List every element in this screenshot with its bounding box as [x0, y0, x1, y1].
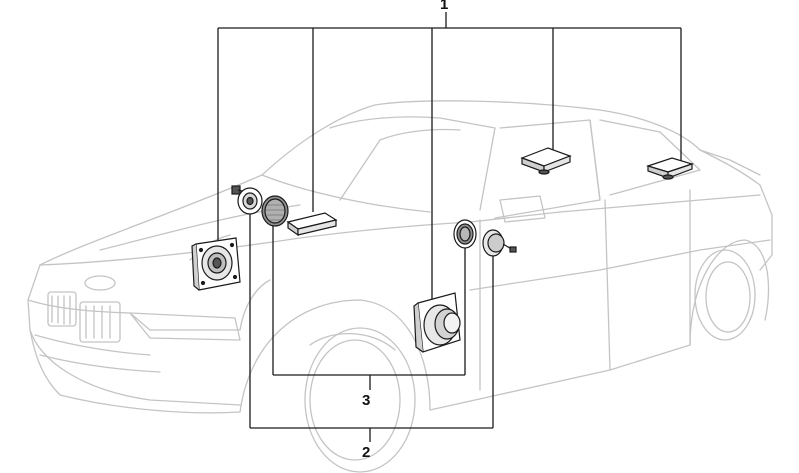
- rear-speaker-right: [646, 157, 694, 180]
- callout-label-1: 1: [440, 0, 449, 13]
- door-speaker-square: [413, 292, 461, 353]
- amplifier-box: [286, 212, 338, 237]
- dash-speaker-square: [191, 237, 241, 291]
- leader-lines: [217, 12, 682, 442]
- tweeter: [231, 185, 263, 215]
- door-cone-tweeter: [482, 229, 517, 257]
- rear-speaker-left: [520, 147, 572, 175]
- callout-label-3: 3: [362, 392, 371, 409]
- callout-label-2: 2: [362, 444, 371, 461]
- round-mid-speaker: [261, 195, 289, 227]
- door-ring-speaker: [453, 219, 477, 249]
- car-outline: [27, 100, 773, 473]
